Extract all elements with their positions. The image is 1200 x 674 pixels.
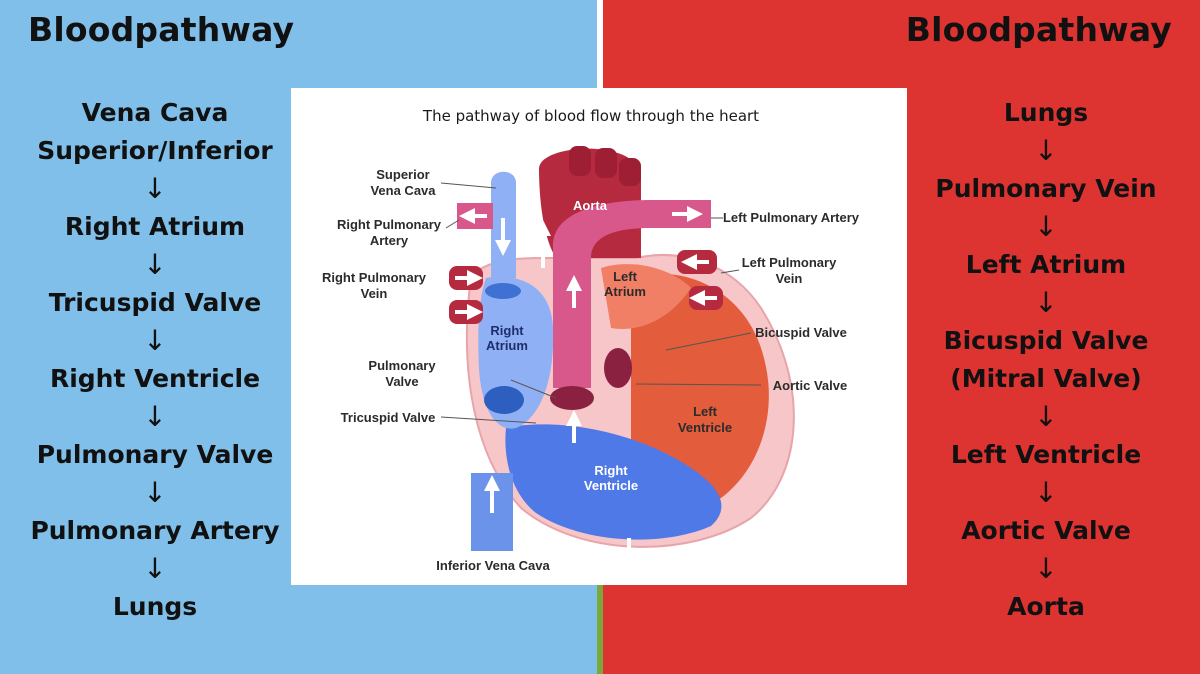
diagram-title: The pathway of blood flow through the he… (422, 107, 759, 125)
down-arrow-icon: ↓ (1034, 286, 1058, 319)
right-pathway-step: Left Atrium (965, 250, 1127, 279)
left-pathway-list: Vena Cava Superior/Inferior ↓ Right Atrium… (20, 94, 290, 626)
down-arrow-icon: ↓ (143, 172, 167, 205)
aortic-valve-shape (604, 348, 632, 388)
down-arrow-icon: ↓ (1034, 400, 1058, 433)
label-pulmonary-valve-2: Valve (385, 374, 418, 389)
pulmonary-valve-shape (550, 386, 594, 410)
down-arrow-icon: ↓ (1034, 552, 1058, 585)
label-inferior-vena-cava: Inferior Vena Cava (436, 558, 550, 573)
pulmonary-trunk-vessel (552, 200, 711, 388)
label-superior-vena-cava-2: Vena Cava (370, 183, 436, 198)
left-pathway-step: Pulmonary Artery (30, 516, 280, 545)
aorta-label: Aorta (573, 198, 608, 213)
tricuspid-valve-shape (484, 386, 524, 414)
right-ventricle-label-2: Ventricle (584, 478, 638, 493)
right-pathway-step: Bicuspid Valve (Mitral Valve) (943, 326, 1149, 393)
left-heading: Bloodpathway (28, 10, 295, 49)
left-ventricle-chamber (631, 273, 769, 509)
heart-diagram: The pathway of blood flow through the he… (322, 107, 860, 573)
right-pathway-step: Aorta (1007, 592, 1085, 621)
down-arrow-icon: ↓ (1034, 134, 1058, 167)
label-bicuspid-valve: Bicuspid Valve (755, 325, 847, 340)
heart-diagram-card: The pathway of blood flow through the he… (291, 88, 907, 585)
left-pathway-step: Lungs (112, 592, 198, 621)
label-left-pulmonary-vein-1: Left Pulmonary (742, 255, 837, 270)
label-left-pulmonary-artery: Left Pulmonary Artery (723, 210, 860, 225)
left-atrium-label-2: Atrium (604, 284, 646, 299)
right-pathway-step: Lungs (1003, 98, 1089, 127)
left-atrium-chamber (601, 264, 691, 329)
right-ventricle-chamber (505, 424, 722, 540)
left-pathway-step: Right Atrium (64, 212, 246, 241)
left-ventricle-label-2: Ventricle (678, 420, 732, 435)
down-arrow-icon: ↓ (143, 552, 167, 585)
label-right-pulmonary-artery-2: Artery (370, 233, 409, 248)
down-arrow-icon: ↓ (1034, 210, 1058, 243)
right-pathway-list: Lungs ↓ Pulmonary Vein ↓ Left Atrium ↓ Bicuspi… (915, 94, 1177, 626)
down-arrow-icon: ↓ (1034, 476, 1058, 509)
right-atrium-label-2: Atrium (486, 338, 528, 353)
label-aortic-valve: Aortic Valve (773, 378, 847, 393)
down-arrow-icon: ↓ (143, 400, 167, 433)
label-left-pulmonary-vein-2: Vein (776, 271, 803, 286)
right-heading: Bloodpathway (905, 10, 1172, 49)
left-pathway-step: Pulmonary Valve (36, 440, 274, 469)
panel-divider-top (597, 0, 603, 90)
left-pathway-step: Vena Cava Superior/Inferior (37, 98, 273, 165)
label-right-pulmonary-vein-1: Right Pulmonary (322, 270, 427, 285)
label-right-pulmonary-artery-1: Right Pulmonary (337, 217, 442, 232)
label-right-pulmonary-vein-2: Vein (361, 286, 388, 301)
left-pathway-step: Tricuspid Valve (48, 288, 262, 317)
label-superior-vena-cava-1: Superior (376, 167, 429, 182)
left-pathway-step: Right Ventricle (49, 364, 261, 393)
right-pathway-step: Aortic Valve (961, 516, 1131, 545)
label-pulmonary-valve-1: Pulmonary (368, 358, 436, 373)
right-pathway-step: Left Ventricle (950, 440, 1142, 469)
right-pathway-step: Pulmonary Vein (935, 174, 1157, 203)
label-tricuspid-valve: Tricuspid Valve (341, 410, 436, 425)
right-ventricle-label-1: Right (594, 463, 628, 478)
left-atrium-label-1: Left (613, 269, 638, 284)
down-arrow-icon: ↓ (143, 248, 167, 281)
right-atrium-label-1: Right (490, 323, 524, 338)
left-ventricle-label-1: Left (693, 404, 718, 419)
panel-divider-bottom (597, 584, 603, 674)
down-arrow-icon: ↓ (143, 476, 167, 509)
down-arrow-icon: ↓ (143, 324, 167, 357)
